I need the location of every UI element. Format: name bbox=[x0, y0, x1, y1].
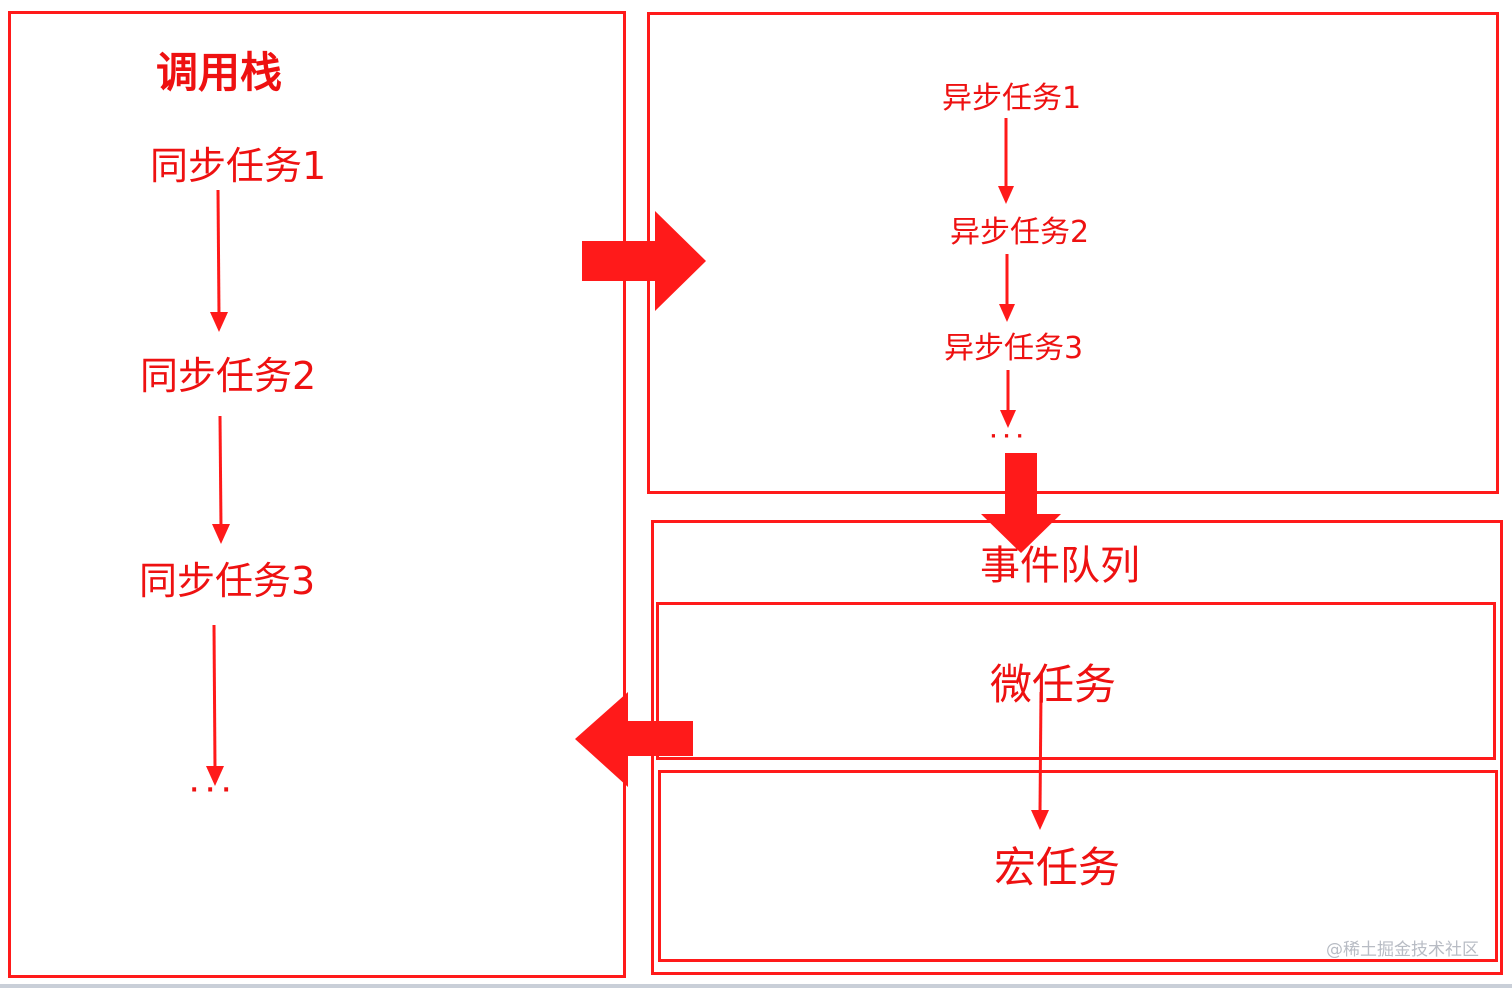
big-arrow-right bbox=[582, 211, 706, 311]
sync-task-1: 同步任务1 bbox=[150, 144, 327, 188]
bottom-edge bbox=[0, 984, 1512, 988]
arrowhead-async-2-3 bbox=[999, 304, 1015, 322]
arrow-sync-1-2 bbox=[216, 189, 221, 317]
async-task-3: 异步任务3 bbox=[944, 331, 1084, 366]
arrow-sync-2-3 bbox=[218, 415, 223, 529]
arrow-sync-3-ellipsis bbox=[212, 624, 217, 771]
big-arrow-down bbox=[981, 453, 1061, 553]
call-stack-box bbox=[8, 11, 626, 978]
micro-task-box bbox=[656, 602, 1496, 760]
micro-task-label: 微任务 bbox=[990, 660, 1117, 709]
async-task-1: 异步任务1 bbox=[942, 81, 1082, 116]
sync-task-2: 同步任务2 bbox=[140, 354, 317, 398]
sync-task-3: 同步任务3 bbox=[139, 559, 316, 603]
async-task-2: 异步任务2 bbox=[950, 215, 1090, 250]
watermark: @稀土掘金技术社区 bbox=[1326, 940, 1479, 960]
macro-task-label: 宏任务 bbox=[994, 843, 1121, 892]
arrowhead-async-3-ellipsis bbox=[1000, 410, 1016, 428]
macro-task-box bbox=[658, 770, 1498, 962]
call-stack-title: 调用栈 bbox=[156, 48, 283, 97]
arrowhead-async-1-2 bbox=[998, 186, 1014, 204]
arrowhead-micro-to-macro bbox=[1031, 810, 1049, 830]
event-queue-title: 事件队列 bbox=[980, 543, 1140, 589]
arrowhead-sync-2-3 bbox=[212, 524, 230, 544]
arrowhead-sync-1-2 bbox=[210, 312, 228, 332]
async-ellipsis: · · · bbox=[990, 426, 1024, 447]
arrowhead-sync-3-ellipsis bbox=[206, 766, 224, 786]
sync-ellipsis: · · · bbox=[190, 778, 231, 803]
big-arrow-left bbox=[575, 692, 693, 787]
arrow-micro-to-macro bbox=[1038, 691, 1043, 813]
